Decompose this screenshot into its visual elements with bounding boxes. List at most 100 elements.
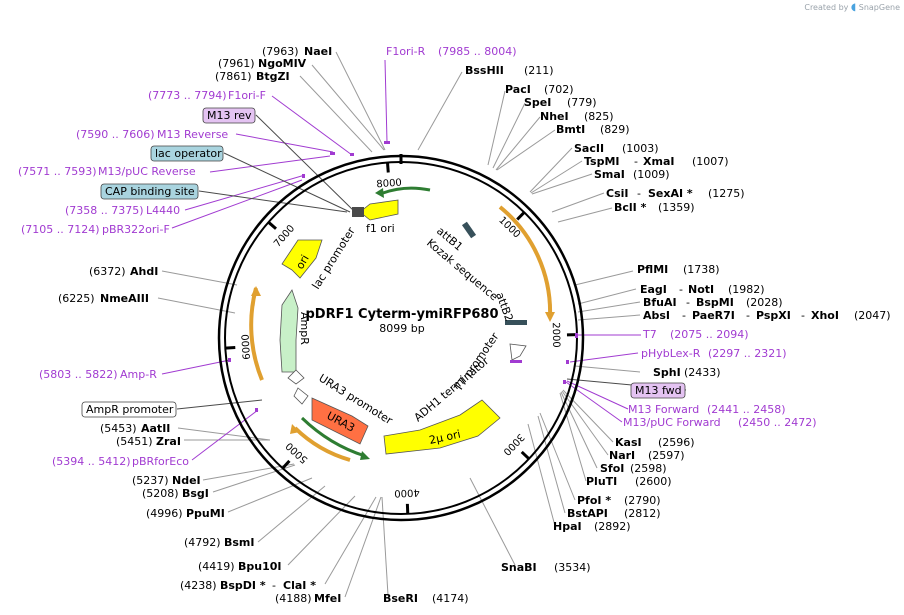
bmti-pos: (829): [600, 123, 630, 136]
bsshii-name: BssHII: [465, 64, 504, 77]
ppumi-pos: (4996): [146, 507, 183, 520]
csii-name: CsiI: [606, 187, 628, 200]
csii-sep: -: [637, 187, 641, 200]
spei-pos: (779): [567, 96, 597, 109]
tick-mark: [281, 459, 291, 470]
snabi-pos: (3534): [554, 561, 591, 574]
ahdi-pos: (6372): [89, 265, 126, 278]
bsshii-pos: (211): [524, 64, 554, 77]
bspmi-name: BspMI: [696, 296, 734, 309]
lac-operator-box: [150, 145, 224, 162]
tick-mark: [386, 162, 390, 173]
l4440-range: (7358 .. 7375): [65, 204, 144, 217]
cap-binding-site-box: [100, 183, 199, 200]
l4440-name: L4440: [146, 204, 180, 217]
m13-puc-forward-name: M13/pUC Forward: [623, 416, 721, 429]
bpu10i-name: Bpu10I: [238, 560, 282, 573]
sexai-name: SexAI *: [648, 187, 693, 200]
bspdi-name: BspDI *: [220, 579, 266, 592]
bsgi-pos: (5208): [142, 487, 179, 500]
bcli-pos: (1359): [658, 201, 695, 214]
f1ori-f-range: (7773 .. 7794): [148, 89, 227, 102]
tspmi-sep: -: [634, 155, 638, 168]
bstapi-name: BstAPI: [567, 507, 608, 520]
primer-marks: [228, 141, 578, 412]
smai-pos: (1009): [633, 168, 670, 181]
pluti-pos: (2600): [635, 475, 672, 488]
ndei-name: NdeI: [172, 474, 201, 487]
sfoi-pos: (2598): [630, 462, 667, 475]
tick-mark: [225, 346, 236, 350]
lac-operator-text: lac operator: [155, 147, 222, 160]
ura3-arrow: [311, 397, 369, 445]
pfoi-name: PfoI *: [577, 494, 611, 507]
bstapi-pos: (2812): [624, 507, 661, 520]
pbrforeco-name: pBRforEco: [132, 455, 189, 468]
m13-forward-range: (2441 .. 2458): [707, 403, 786, 416]
m13-forward-name: M13 Forward: [628, 403, 699, 416]
ampr-promoter-arrow: [287, 369, 305, 385]
brand-name: SnapGene: [858, 3, 900, 12]
f1-ori-label: f1 ori: [366, 222, 395, 235]
nhei-name: NheI: [540, 110, 569, 123]
kasi-name: KasI: [615, 436, 642, 449]
snapgene-brand: Created by ◖ SnapGene: [804, 2, 900, 13]
two-micron-ori-arrow: [383, 399, 501, 455]
ahdi-name: AhdI: [130, 265, 158, 278]
tick-label: 8000: [376, 177, 402, 190]
nmeaiii-pos: (6225): [58, 292, 95, 305]
xmai-name: XmaI: [643, 155, 674, 168]
ura3-promoter-arrow: [293, 387, 309, 405]
zrai-pos: (5451): [116, 435, 153, 448]
pflmi-name: PflMI: [637, 263, 668, 276]
phyblex-r-name: pHybLex-R: [641, 347, 701, 360]
bmti-name: BmtI: [556, 123, 585, 136]
attb1-box: [461, 221, 477, 239]
m13-reverse-name: M13 Reverse: [157, 128, 228, 141]
bseri-pos: (4174): [432, 592, 469, 605]
bsmi-pos: (4792): [184, 536, 221, 549]
f1ori-f-name: F1ori-F: [228, 89, 266, 102]
bcli-name: BclI *: [614, 201, 647, 214]
xhoi-name: XhoI: [811, 309, 839, 322]
naei-name: NaeI: [304, 45, 332, 58]
sacii-pos: (1003): [622, 142, 659, 155]
tspmi-name: TspMI: [584, 155, 620, 168]
ampr-promoter-box: [81, 401, 177, 418]
f1ori-r-range: (7985 .. 8004): [438, 45, 517, 58]
bfuai-sep: -: [686, 296, 690, 309]
nhei-pos: (825): [584, 110, 614, 123]
paer7i-sep: -: [746, 309, 750, 322]
sacii-name: SacII: [574, 142, 604, 155]
backbone-inner: [224, 161, 578, 515]
xmai-pos: (1007): [692, 155, 729, 168]
ori-arrow: [281, 239, 323, 279]
bseri-name: BseRI: [383, 592, 418, 605]
pfoi-pos: (2790): [624, 494, 661, 507]
attb2-box: [505, 320, 527, 325]
btgzi-name: BtgZI: [256, 70, 290, 83]
naei-pos: (7963): [262, 45, 299, 58]
green-arc-top: [382, 186, 431, 195]
ppumi-name: PpuMI: [186, 507, 225, 520]
tick-mark: [520, 450, 531, 460]
orange-arc-amp-arrowhead: [251, 286, 261, 296]
absi-name: AbsI: [643, 309, 670, 322]
lac-operator-mark: [352, 207, 364, 217]
orange-arc-cds: [498, 205, 553, 319]
ampr-promoter-text: AmpR promoter: [86, 403, 174, 416]
orange-arc-amp: [249, 287, 264, 381]
pspxi-name: PspXI: [756, 309, 791, 322]
ampr-arrow: [279, 289, 299, 373]
lac-promoter-label: lac promoter: [310, 225, 359, 292]
bspmi-pos: (2028): [746, 296, 783, 309]
bp-ticks: [225, 154, 577, 514]
t7-range: (2075 .. 2094): [670, 328, 749, 341]
xhoi-pos: (2047): [854, 309, 891, 322]
eagi-sep: -: [679, 283, 683, 296]
nari-name: NarI: [609, 449, 635, 462]
kasi-pos: (2596): [658, 436, 695, 449]
tick-label: 4000: [394, 486, 420, 498]
paci-name: PacI: [505, 83, 531, 96]
